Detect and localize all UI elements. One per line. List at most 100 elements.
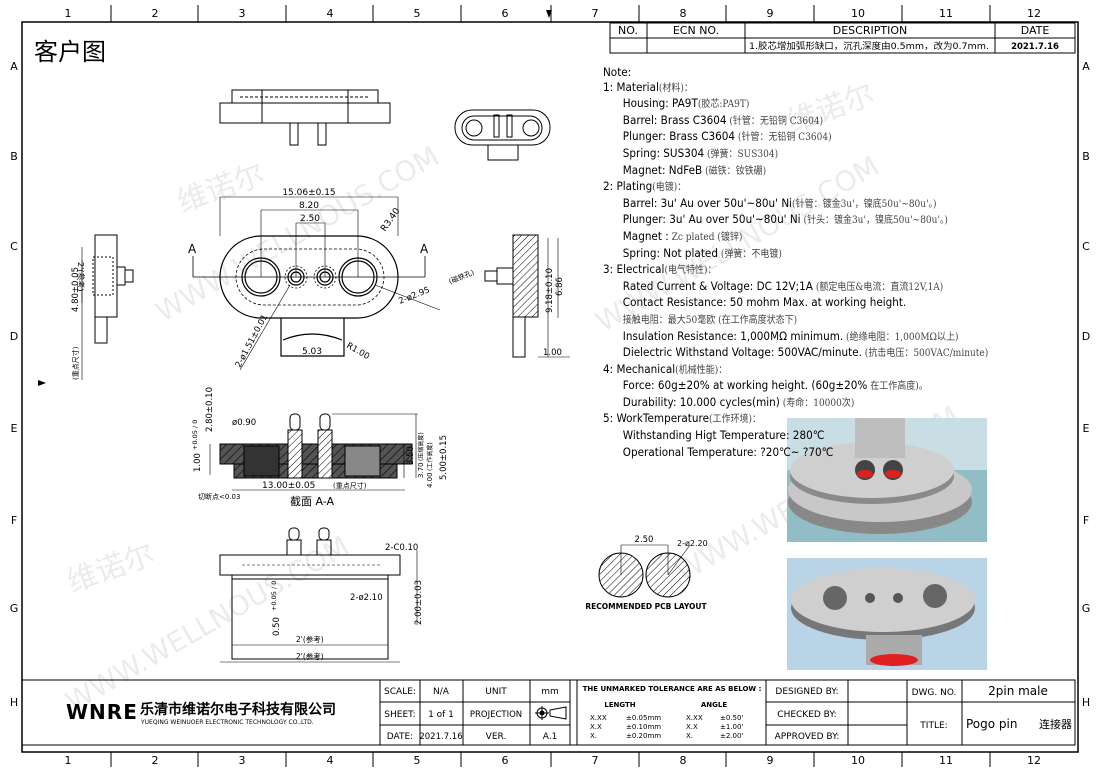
- rev-header-date: DATE: [1021, 24, 1050, 37]
- pcb-hole: 2-ø2.20: [677, 539, 708, 548]
- dwg-no-label: DWG. NO.: [912, 688, 957, 698]
- pcb-layout: [598, 544, 691, 598]
- note-heading-en: 5: WorkTemperature: [603, 411, 709, 426]
- note-item-cn: (针头：镀金3u'，镍底50u'~80u'。): [800, 215, 948, 227]
- title-value-cn: 连接器: [1039, 718, 1072, 731]
- unit-label: UNIT: [485, 687, 507, 697]
- column-marker-top: 8: [680, 7, 687, 20]
- title-value: Pogo pin: [966, 717, 1017, 731]
- ver-label: VER.: [486, 732, 507, 742]
- dim-tab-radius: R1.00: [345, 341, 372, 362]
- tolerance-angle-class: X.: [686, 732, 693, 740]
- dim-bottom-ref-2: 2'(参考): [296, 651, 324, 661]
- dim-step: 1.00: [193, 453, 203, 472]
- note-item-cn: (胶芯:PA9T): [697, 99, 750, 111]
- note-item-en: Housing: PA9T: [622, 96, 698, 111]
- dim-side-ref: 2'(参考): [76, 262, 86, 292]
- note-heading-cn: (工作环境)：: [708, 414, 762, 426]
- approved-by-label: APPROVED BY:: [775, 732, 840, 742]
- dim-side-height: 4.80±0.05: [71, 267, 81, 312]
- dim-overall-width: 15.06±0.15: [282, 188, 335, 198]
- note-item: Force: 60g±20% at working height. (60g±2…: [603, 378, 988, 395]
- dim-h2: 3.70: [417, 462, 425, 478]
- dim-pin-hole: 2-ø1.51±0.01: [234, 313, 270, 369]
- render-bottom: [787, 558, 987, 670]
- unit-value: mm: [541, 687, 559, 697]
- notes-panel: Note: 1: Material(材料)：Housing: PA9T(胶芯:P…: [603, 65, 988, 461]
- column-marker-bottom: 9: [767, 754, 774, 767]
- note-item: Withstanding Higt Temperature: 280℃: [603, 428, 988, 445]
- note-item-en: Spring: SUS304: [622, 145, 705, 160]
- note-item: Contact Resistance: 50 mohm Max. at work…: [603, 295, 988, 312]
- column-marker-top: 4: [327, 7, 334, 20]
- right-side-view: [484, 234, 570, 358]
- column-marker-bottom: 10: [851, 754, 865, 767]
- dim-bottom-depth-tolerance: +0.05 / 0: [270, 581, 278, 611]
- tolerance-angle-class: X.XX: [686, 714, 703, 722]
- note-section-heading: 4: Mechanical(机械性能)：: [603, 362, 988, 379]
- note-item-cn: (针管：无铅铜 C3604): [726, 115, 824, 127]
- note-heading-cn: (材料)：: [658, 82, 693, 94]
- tolerance-length-label: LENGTH: [604, 701, 635, 709]
- note-item: Rated Current & Voltage: DC 12V;1A (额定电压…: [603, 279, 988, 296]
- tolerance-angle-class: X.X: [686, 723, 698, 731]
- section-title: 截面 A-A: [290, 494, 335, 508]
- dim-magnet-hole-note: (磁铁孔): [447, 267, 475, 285]
- dim-right-2: 9.18±0.10: [545, 268, 555, 313]
- dim-h4: 5.00±0.15: [439, 435, 449, 480]
- tolerance-length-value: ±0.05mm: [626, 714, 661, 722]
- dim-h3: 4.00: [426, 472, 434, 488]
- column-marker-bottom: 8: [680, 754, 687, 767]
- tolerance-angle-value: ±0.50': [720, 714, 743, 722]
- column-marker-bottom: 11: [939, 754, 953, 767]
- pcb-pitch: 2.50: [635, 535, 654, 545]
- render-top: [787, 418, 987, 542]
- sheet-label: SHEET:: [384, 710, 415, 720]
- column-marker-top: 6: [502, 7, 509, 20]
- title-label: TITLE:: [919, 721, 947, 731]
- section-mark-right: A: [420, 242, 429, 256]
- rev-description: 1.胶芯增加弧形缺口，沉孔深度由0.5mm，改为0.7mm.: [749, 40, 989, 52]
- note-item-en: Plunger: 3u' Au over 50u'~80u' Ni: [622, 212, 801, 227]
- note-item: Spring: Not plated (弹簧：不电镀): [603, 246, 988, 263]
- row-marker-left: F: [11, 514, 17, 527]
- row-marker-right: F: [1083, 514, 1089, 527]
- note-section-heading: 1: Material(材料)：: [603, 80, 988, 97]
- dim-section-width: 13.00±0.05: [262, 481, 315, 491]
- note-item-en: Magnet: NdFeB: [622, 162, 703, 177]
- note-item-en: Plunger: Brass C3604: [622, 129, 736, 144]
- bottom-elevation-view: [219, 527, 418, 663]
- dim-section-width-note: (重点尺寸): [333, 481, 367, 490]
- column-marker-bottom: 3: [239, 754, 246, 767]
- rev-header-description: DESCRIPTION: [833, 24, 907, 37]
- note-item-en: Barrel: Brass C3604: [622, 112, 727, 127]
- designed-by-label: DESIGNED BY:: [775, 687, 838, 697]
- column-marker-bottom: 2: [152, 754, 159, 767]
- date-value: 2021.7.16: [419, 732, 462, 742]
- column-marker-top: 11: [939, 7, 953, 20]
- note-item: Magnet : Zc plated (镀锌): [603, 229, 988, 246]
- note-heading-en: 2: Plating: [603, 179, 653, 194]
- dim-outer-pitch: 8.20: [299, 201, 319, 211]
- column-marker-top: 7: [592, 7, 599, 20]
- company-logo: WNRE: [66, 700, 138, 724]
- dim-right-1: 6.86: [555, 277, 565, 296]
- corner-title: 客户图: [34, 38, 106, 66]
- section-mark-left: A: [188, 242, 197, 256]
- column-marker-bottom: 4: [327, 754, 334, 767]
- column-marker-bottom: 12: [1027, 754, 1041, 767]
- scale-label: SCALE:: [384, 687, 416, 697]
- dim-right-3: 1.00: [543, 348, 562, 358]
- tolerance-title: THE UNMARKED TOLERANCE ARE AS BELOW :: [583, 685, 762, 693]
- note-item-cn: (针管：镀金3u'，镍底50u'~80u'。): [792, 198, 937, 210]
- company-name-cn: 乐清市维诺尔电子科技有限公司: [140, 701, 336, 718]
- row-marker-left: D: [10, 330, 18, 343]
- center-arrow-left: [38, 380, 46, 386]
- note-item-en: Dielectric Withstand Voltage: 500VAC/min…: [622, 345, 862, 360]
- checked-by-label: CHECKED BY:: [777, 710, 836, 720]
- note-item-cn: (弹簧：SUS304): [704, 148, 779, 160]
- note-heading-en: 3: Electrical: [603, 262, 665, 277]
- row-marker-left: H: [10, 696, 18, 709]
